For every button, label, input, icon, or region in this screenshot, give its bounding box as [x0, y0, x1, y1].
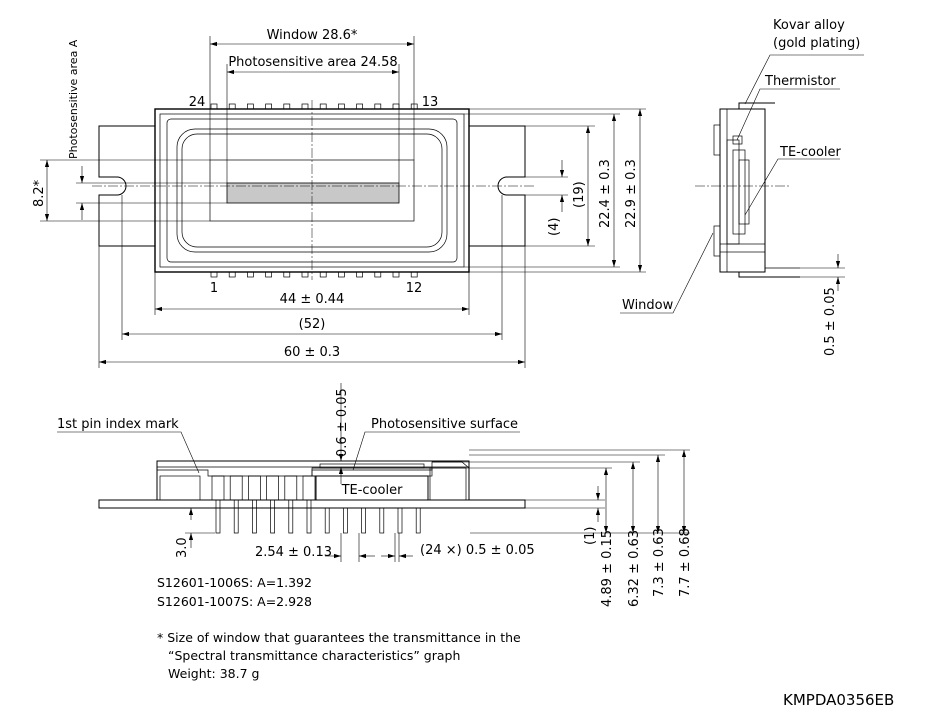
model-1006-note: S12601-1006S: A=1.392	[157, 575, 312, 590]
pins-top	[210, 103, 418, 110]
dim-0-6-label: 0.6 ± 0.05	[335, 388, 350, 457]
dim-22-4-label: 22.4 ± 0.3	[598, 159, 613, 228]
te-cooler-side-label: TE-cooler	[779, 145, 842, 160]
front-pin	[361, 507, 366, 534]
bottom-pin	[265, 271, 272, 278]
dim-22-9-label: 22.9 ± 0.3	[624, 159, 639, 228]
drawing-code: KMPDA0356EB	[783, 691, 895, 709]
top-pin	[228, 103, 236, 110]
dim-8-2-label: 8.2*	[32, 179, 47, 207]
top-pin	[356, 103, 363, 110]
pin-13-label: 13	[422, 95, 439, 110]
front-pins	[211, 475, 421, 534]
bottom-pin	[374, 271, 382, 278]
dim-52-label: (52)	[299, 317, 326, 332]
weight-note: Weight: 38.7 g	[168, 666, 260, 681]
front-pin	[302, 475, 316, 534]
photosensitive-area	[226, 182, 400, 204]
bottom-pin	[410, 271, 418, 278]
top-pin	[374, 103, 382, 110]
top-pin	[319, 103, 327, 110]
bottom-pin	[210, 271, 218, 278]
footnote-line-1: * Size of window that guarantees the tra…	[157, 630, 521, 645]
front-pin	[248, 475, 261, 534]
window-dimension-label: Window 28.6*	[267, 28, 358, 43]
front-pin	[397, 507, 403, 534]
pin-1-label: 1	[210, 281, 218, 296]
pitch-label: 2.54 ± 0.13	[255, 545, 332, 560]
bottom-pin	[283, 271, 291, 278]
kovar-alloy-label: Kovar alloy	[773, 18, 845, 33]
bottom-pin	[392, 271, 400, 278]
front-pin	[324, 507, 330, 534]
dim-1-label: (1)	[583, 527, 598, 545]
side-body	[719, 108, 766, 273]
pins-bottom	[210, 271, 418, 278]
bottom-pin	[338, 271, 345, 278]
dim-7-7-label: 7.7 ± 0.68	[678, 528, 693, 597]
bottom-pin	[228, 271, 236, 278]
front-pin	[415, 507, 421, 534]
dim-60-label: 60 ± 0.3	[284, 345, 340, 360]
pin-12-label: 12	[406, 281, 423, 296]
photosensitive-area-label: Photosensitive area 24.58	[228, 55, 397, 70]
front-pin	[284, 475, 298, 534]
side-view: 0.5 ± 0.05 Kovar alloy (gold plating) Th…	[620, 18, 864, 356]
front-pin	[379, 507, 385, 534]
top-pin	[338, 103, 345, 110]
front-pin	[266, 475, 279, 534]
bottom-pin	[319, 271, 327, 278]
front-pin	[229, 475, 243, 534]
pin-24-label: 24	[189, 95, 206, 110]
dim-3-0-label: 3.0	[175, 537, 190, 558]
top-view: Window 28.6* Photosensitive area 24.58 2…	[32, 28, 646, 368]
photosensitive-area-a-label: Photosensitive area A	[67, 39, 80, 159]
top-pin	[265, 103, 272, 110]
te-cooler-front-label: TE-cooler	[341, 483, 404, 498]
dim-44-label: 44 ± 0.44	[280, 292, 345, 307]
top-pin	[392, 103, 400, 110]
top-pin	[210, 103, 218, 110]
photosensitive-surface-label: Photosensitive surface	[371, 417, 518, 432]
dim-0-5-label: 0.5 ± 0.05	[823, 287, 838, 356]
dim-7-3-label: 7.3 ± 0.63	[652, 528, 667, 597]
pin-width-label: (24 ×) 0.5 ± 0.05	[420, 543, 535, 558]
top-pin	[301, 103, 309, 110]
footnote-line-2: “Spectral transmittance characteristics”…	[168, 648, 461, 663]
bottom-pin	[301, 271, 309, 278]
dim-4-89-label: 4.89 ± 0.15	[600, 530, 615, 607]
dim-6-32-label: 6.32 ± 0.63	[627, 530, 642, 607]
top-pin	[247, 103, 254, 110]
bottom-pin	[247, 271, 254, 278]
window-side-label: Window	[622, 298, 674, 313]
pin-index-mark-label: 1st pin index mark	[57, 417, 179, 432]
dim-19-label: (19)	[572, 181, 587, 208]
model-1007-note: S12601-1007S: A=2.928	[157, 594, 312, 609]
front-pin	[211, 475, 225, 534]
front-pin	[343, 507, 348, 534]
front-view: TE-cooler 1st pin index mark 0.6 ± 0.05 …	[57, 383, 693, 607]
bottom-pin	[356, 271, 363, 278]
thermistor-label: Thermistor	[764, 74, 836, 89]
base-flange	[98, 499, 526, 509]
top-pin	[283, 103, 291, 110]
gold-plating-label: (gold plating)	[773, 36, 860, 51]
dim-4-label: (4)	[547, 218, 562, 236]
